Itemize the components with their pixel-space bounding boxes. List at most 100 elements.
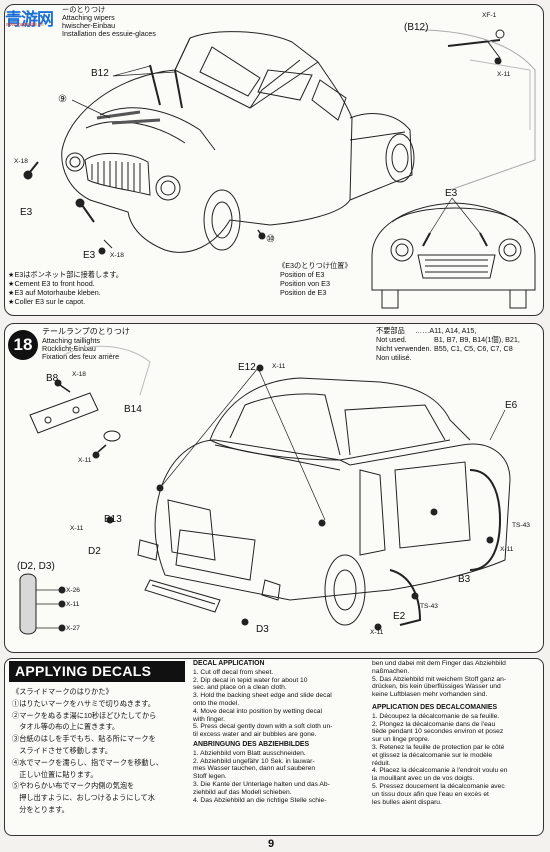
label-d3: D3 xyxy=(256,624,269,635)
decals-en-de-column: DECAL APPLICATION 1. Cut off decal from … xyxy=(193,660,363,804)
decals-jp-step: 正しい位置に貼ります。 xyxy=(12,769,98,779)
decals-de-step: 4. Das Abziehbild an die richtige Stelle… xyxy=(193,796,327,804)
unused-list-3: B55, C1, C5, C6, C7, C8 xyxy=(434,344,513,353)
decals-fr-step: les bulles aient disparu. xyxy=(372,798,442,806)
label-x11-c: X-11 xyxy=(70,525,84,532)
decals-fr-step: et glissez la décalcomanie sur le modèle xyxy=(372,751,493,759)
unused-en: Not used. xyxy=(376,335,407,344)
decals-fr-step: 4. Placez la décalcomanie à l'endroit vo… xyxy=(372,767,508,775)
decals-de-step: Stoff legen. xyxy=(193,773,227,781)
decals-fr-title: APPLICATION DES DECALCOMANIES xyxy=(372,703,498,711)
label-e12: E12 xyxy=(238,362,256,373)
label-b13: B13 xyxy=(104,514,122,525)
decals-jp-step: ③台紙のはしを手でもち、貼る所にマークを xyxy=(12,734,156,744)
decals-jp-step: ②マークをぬるま湯に10秒ほどひたしてから xyxy=(12,710,157,720)
decals-panel xyxy=(4,658,544,836)
unused-list-2: B1, B7, B9, B14(1個), B21, xyxy=(434,335,520,344)
decals-heading-text: APPLYING DECALS xyxy=(15,663,152,679)
label-b12-inset: (B12) xyxy=(404,22,429,33)
decals-jp-step: ⑤やわらかい布でマーク内側の気泡を xyxy=(12,781,135,791)
label-e3-b: E3 xyxy=(83,250,96,261)
decals-de-cont: drücken, bis kein überflüssiges Wasser u… xyxy=(372,683,501,691)
label-ts43-b: TS-43 xyxy=(420,603,438,610)
step-number-badge: 18 xyxy=(8,330,38,360)
decals-en-step: onto the model. xyxy=(193,699,240,707)
label-x11-b: X-11 xyxy=(272,363,286,370)
decals-fr-step: la mouillant avec un de vos doigts. xyxy=(372,775,475,783)
decals-en-step: sec. and place on a clean cloth. xyxy=(193,684,287,692)
decals-en-step: 3. Hold the backing sheet edge and slide… xyxy=(193,692,332,700)
label-b14: B14 xyxy=(124,404,142,415)
note-jp: ★E3はボンネット部に接着します。 xyxy=(8,270,123,279)
decals-de-step: ziehbild auf das Modell schieben. xyxy=(193,788,292,796)
label-x18-s18: X-18 xyxy=(72,371,86,378)
decals-de-step: mes Wasser tauchen, dann auf sauberen xyxy=(193,765,316,773)
wiper-title-en: Attaching wipers xyxy=(62,13,115,22)
position-de: Position von E3 xyxy=(280,279,330,288)
label-b8: B8 xyxy=(46,373,59,384)
wiper-title-fr: Installation des essuie-glaces xyxy=(62,29,156,38)
decals-de-cont: ben und dabei mit dem Finger das Abziehb… xyxy=(372,660,506,667)
label-b12: B12 xyxy=(91,68,109,79)
mini-car-front-drawing xyxy=(23,29,536,309)
decals-jp-step: ①はりたいマークをハサミで切りぬきます。 xyxy=(12,698,155,708)
decals-de-fr-column: ben und dabei mit dem Finger das Abziehb… xyxy=(372,660,542,806)
decals-de-cont: naßmachen. xyxy=(372,667,410,675)
label-circle-10: ⑩ xyxy=(266,234,275,245)
decals-fr-step: 5. Pressez doucement la décalcomanie ave… xyxy=(372,782,505,790)
label-e6: E6 xyxy=(505,400,518,411)
label-x26: X-26 xyxy=(66,587,80,594)
label-e3-a: E3 xyxy=(20,207,33,218)
note-en: ★Cement E3 to front hood. xyxy=(8,279,95,288)
label-x11-d: X-11 xyxy=(66,601,80,608)
label-x11-f: X-11 xyxy=(370,629,384,636)
decals-en-step: 5. Press decal gently down with a soft c… xyxy=(193,723,333,731)
unused-fr: Non utilisé. xyxy=(376,353,412,362)
step-number: 18 xyxy=(13,335,33,354)
decals-en-step: with finger. xyxy=(193,715,225,723)
watermark-sub: www.gamelife.cn xyxy=(6,22,44,28)
decals-jp-step: 分をとります。 xyxy=(12,804,69,814)
decals-de-step: 2. Abziehbild ungefähr 10 Sek. in lauwar… xyxy=(193,757,315,765)
decals-fr-step: tiède pendant 10 secondes environ et pos… xyxy=(372,728,504,736)
taillight-title-jp: テールランプのとりつけ xyxy=(42,327,130,336)
label-x11-inset: X-11 xyxy=(497,71,511,78)
page-number: 9 xyxy=(268,838,275,850)
decals-en-step: 2. Dip decal in tepid water for about 10 xyxy=(193,676,308,684)
decals-en-step: 4. Move decal into position by wetting d… xyxy=(193,707,322,715)
taillight-title-fr: Fixation des feux arrière xyxy=(42,352,120,361)
label-x18-a: X-18 xyxy=(14,158,28,165)
label-d2-d3: (D2, D3) xyxy=(17,561,55,572)
label-b3: B3 xyxy=(458,574,471,585)
label-x11-e: X-11 xyxy=(500,546,514,553)
label-xf1: XF-1 xyxy=(482,12,497,19)
decals-fr-step: 2. Plongez la décalcomanie dans de l'eau xyxy=(372,720,496,728)
decals-de-step: 1. Abziehbild vom Blatt ausschneiden. xyxy=(193,749,306,757)
decals-fr-step: réduit. xyxy=(372,759,391,767)
watermark-text: 青游网 xyxy=(5,10,54,29)
wiper-title-jp: ーのとりつけ xyxy=(62,5,106,14)
unused-jp: 不要部品 xyxy=(376,326,405,335)
decals-jp-step: スライドさせて移動します。 xyxy=(12,745,112,755)
label-e3-front: E3 xyxy=(445,188,458,199)
decals-jp-title: 《スライドマークのはりかた》 xyxy=(12,687,113,696)
decals-en-step: 1. Cut off decal from sheet. xyxy=(193,668,274,676)
decals-jp-step: 押し出すように、おしつけるようにして水 xyxy=(12,793,155,803)
decals-fr-step: un tissu doux afin que l'eau en excès et xyxy=(372,790,489,798)
decals-de-cont: 5. Das Abziehbild mit weichem Stoff ganz… xyxy=(372,675,507,683)
decals-jp-step: ④水でマークを濡らし、指でマークを移動し、 xyxy=(12,757,163,767)
wiper-step-panel xyxy=(4,4,544,316)
note-de: ★E3 auf Motorhaube kleben. xyxy=(8,288,101,297)
watermark-logo: 青游网 www.gamelife.cn xyxy=(5,5,61,29)
decals-de-title: ANBRINGUNG DES ABZIEHBILDES xyxy=(193,740,310,748)
position-fr: Position de E3 xyxy=(280,288,327,297)
label-e2: E2 xyxy=(393,611,406,622)
taillight-title-en: Attaching taillights xyxy=(42,336,100,345)
label-d2: D2 xyxy=(88,546,101,557)
decals-fr-step: 3. Retenez la feuille de protection par … xyxy=(372,743,505,751)
label-x11-a: X-11 xyxy=(78,457,92,464)
decals-fr-step: sur un linge propre. xyxy=(372,736,430,744)
position-jp: 《E3のとりつけ位置》 xyxy=(278,261,352,270)
unused-de: Nicht verwenden. xyxy=(376,344,432,353)
decals-de-step: 3. Die Kante der Unterlage halten und da… xyxy=(193,780,330,788)
